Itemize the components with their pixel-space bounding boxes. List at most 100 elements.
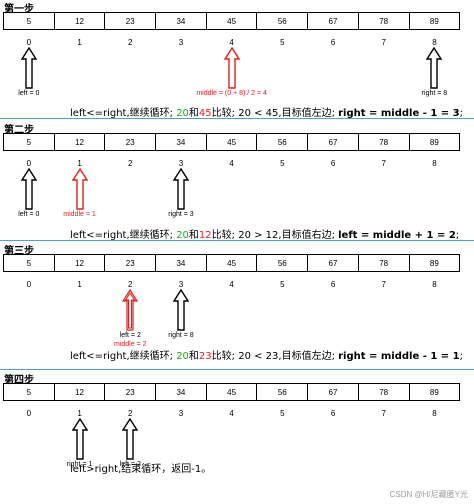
- array-cell: 5: [3, 12, 55, 30]
- array-cell: 45: [205, 383, 258, 401]
- index-label: 6: [330, 159, 336, 168]
- array-cell: 5: [3, 254, 55, 272]
- index-label: 3: [178, 280, 184, 289]
- pointer-label: left = 0: [18, 90, 40, 97]
- array-cell: 56: [256, 12, 309, 30]
- index-label: 4: [229, 280, 234, 289]
- index-label: 5: [280, 38, 285, 47]
- index-label: 1: [77, 159, 82, 168]
- index-label: 7: [381, 409, 386, 418]
- array-cell: 89: [408, 133, 461, 151]
- array-cell: 78: [357, 133, 410, 151]
- pointer-label: right = 8: [168, 332, 194, 339]
- index-label: 2: [128, 38, 133, 47]
- step-title: 第三步: [4, 246, 34, 257]
- step-title: 第二步: [4, 125, 34, 136]
- step-title: 第四步: [4, 375, 34, 386]
- step-title: 第一步: [4, 4, 34, 15]
- step-summary: left>right,结束循环，返回-1。: [70, 464, 212, 475]
- array-cell: 56: [256, 383, 309, 401]
- array-cell: 12: [53, 383, 106, 401]
- watermark: CSDN @H/尼藏匿Y光: [389, 490, 468, 499]
- array-cell: 5: [3, 133, 55, 151]
- pointer-arrow-icon: [71, 417, 88, 465]
- pointer-label: left = 0: [18, 211, 40, 218]
- index-label: 8: [432, 159, 437, 168]
- step-summary: left<=right,继续循环; 20和23比较; 20 < 23,目标值左边…: [70, 351, 464, 362]
- array-cell: 67: [307, 12, 359, 30]
- index-label: 8: [432, 38, 437, 47]
- index-label: 7: [381, 38, 386, 47]
- index-label: 6: [330, 38, 336, 47]
- index-label: 4: [229, 38, 234, 47]
- index-label: 6: [330, 409, 336, 418]
- pointer-arrow-icon: [426, 46, 443, 94]
- array-cell: 56: [256, 133, 309, 151]
- pointer-label: right = 8: [421, 90, 448, 97]
- array-cell: 12: [53, 133, 106, 151]
- index-label: 0: [26, 409, 32, 418]
- array-cell: 78: [357, 254, 410, 272]
- array-cell: 5: [3, 383, 55, 401]
- pointer-label: middle = (0 + 8) / 2 = 4: [196, 90, 267, 97]
- array-cell: 34: [155, 133, 207, 151]
- index-label: 5: [280, 159, 285, 168]
- index-label: 4: [229, 409, 234, 418]
- array-cell: 12: [53, 12, 106, 30]
- array-cell: 67: [307, 383, 359, 401]
- index-label: 5: [280, 409, 285, 418]
- array-cell: 78: [357, 383, 410, 401]
- array-cell: 23: [104, 254, 157, 272]
- array-cell: 78: [357, 12, 410, 30]
- index-label: 1: [77, 280, 82, 289]
- index-label: 2: [128, 280, 133, 289]
- pointer-label-middle: middle = 2: [114, 341, 147, 348]
- index-label: 3: [178, 38, 184, 47]
- index-label: 3: [178, 159, 184, 168]
- step-divider: [0, 369, 474, 370]
- pointer-arrow-icon: [122, 288, 139, 336]
- pointer-arrow-icon: [20, 167, 38, 215]
- pointer-arrow-icon: [223, 46, 240, 94]
- pointer-arrow-icon: [20, 46, 38, 94]
- index-label: 8: [432, 409, 437, 418]
- index-label: 7: [381, 159, 386, 168]
- index-label: 6: [330, 280, 336, 289]
- pointer-arrow-icon: [172, 288, 190, 336]
- step-summary: left<=right,继续循环; 20和12比较; 20 > 12,目标值右边…: [70, 230, 460, 241]
- index-label: 1: [77, 409, 82, 418]
- array-cell: 89: [408, 254, 461, 272]
- index-label: 2: [128, 159, 133, 168]
- index-label: 7: [381, 280, 386, 289]
- step-divider: [0, 118, 474, 119]
- pointer-label: left = 2: [119, 332, 141, 339]
- array-cell: 89: [408, 12, 461, 30]
- array-cell: 45: [205, 12, 258, 30]
- array-cell: 23: [104, 12, 157, 30]
- index-label: 1: [77, 38, 82, 47]
- array-cell: 56: [256, 254, 309, 272]
- array-cell: 45: [205, 133, 258, 151]
- pointer-arrow-icon: [172, 167, 190, 215]
- index-label: 8: [432, 280, 437, 289]
- index-label: 3: [178, 409, 184, 418]
- pointer-label: left = 2: [119, 461, 141, 468]
- step-divider: [0, 240, 474, 241]
- array-cell: 67: [307, 133, 359, 151]
- index-label: 0: [26, 38, 32, 47]
- array-cell: 12: [53, 254, 106, 272]
- index-label: 4: [229, 159, 234, 168]
- pointer-arrow-icon: [121, 417, 139, 465]
- index-label: 0: [26, 159, 32, 168]
- pointer-label: right = 1: [66, 461, 93, 468]
- array-cell: 34: [155, 254, 207, 272]
- pointer-label: right = 3: [168, 211, 194, 218]
- index-label: 2: [128, 409, 133, 418]
- array-cell: 34: [155, 12, 207, 30]
